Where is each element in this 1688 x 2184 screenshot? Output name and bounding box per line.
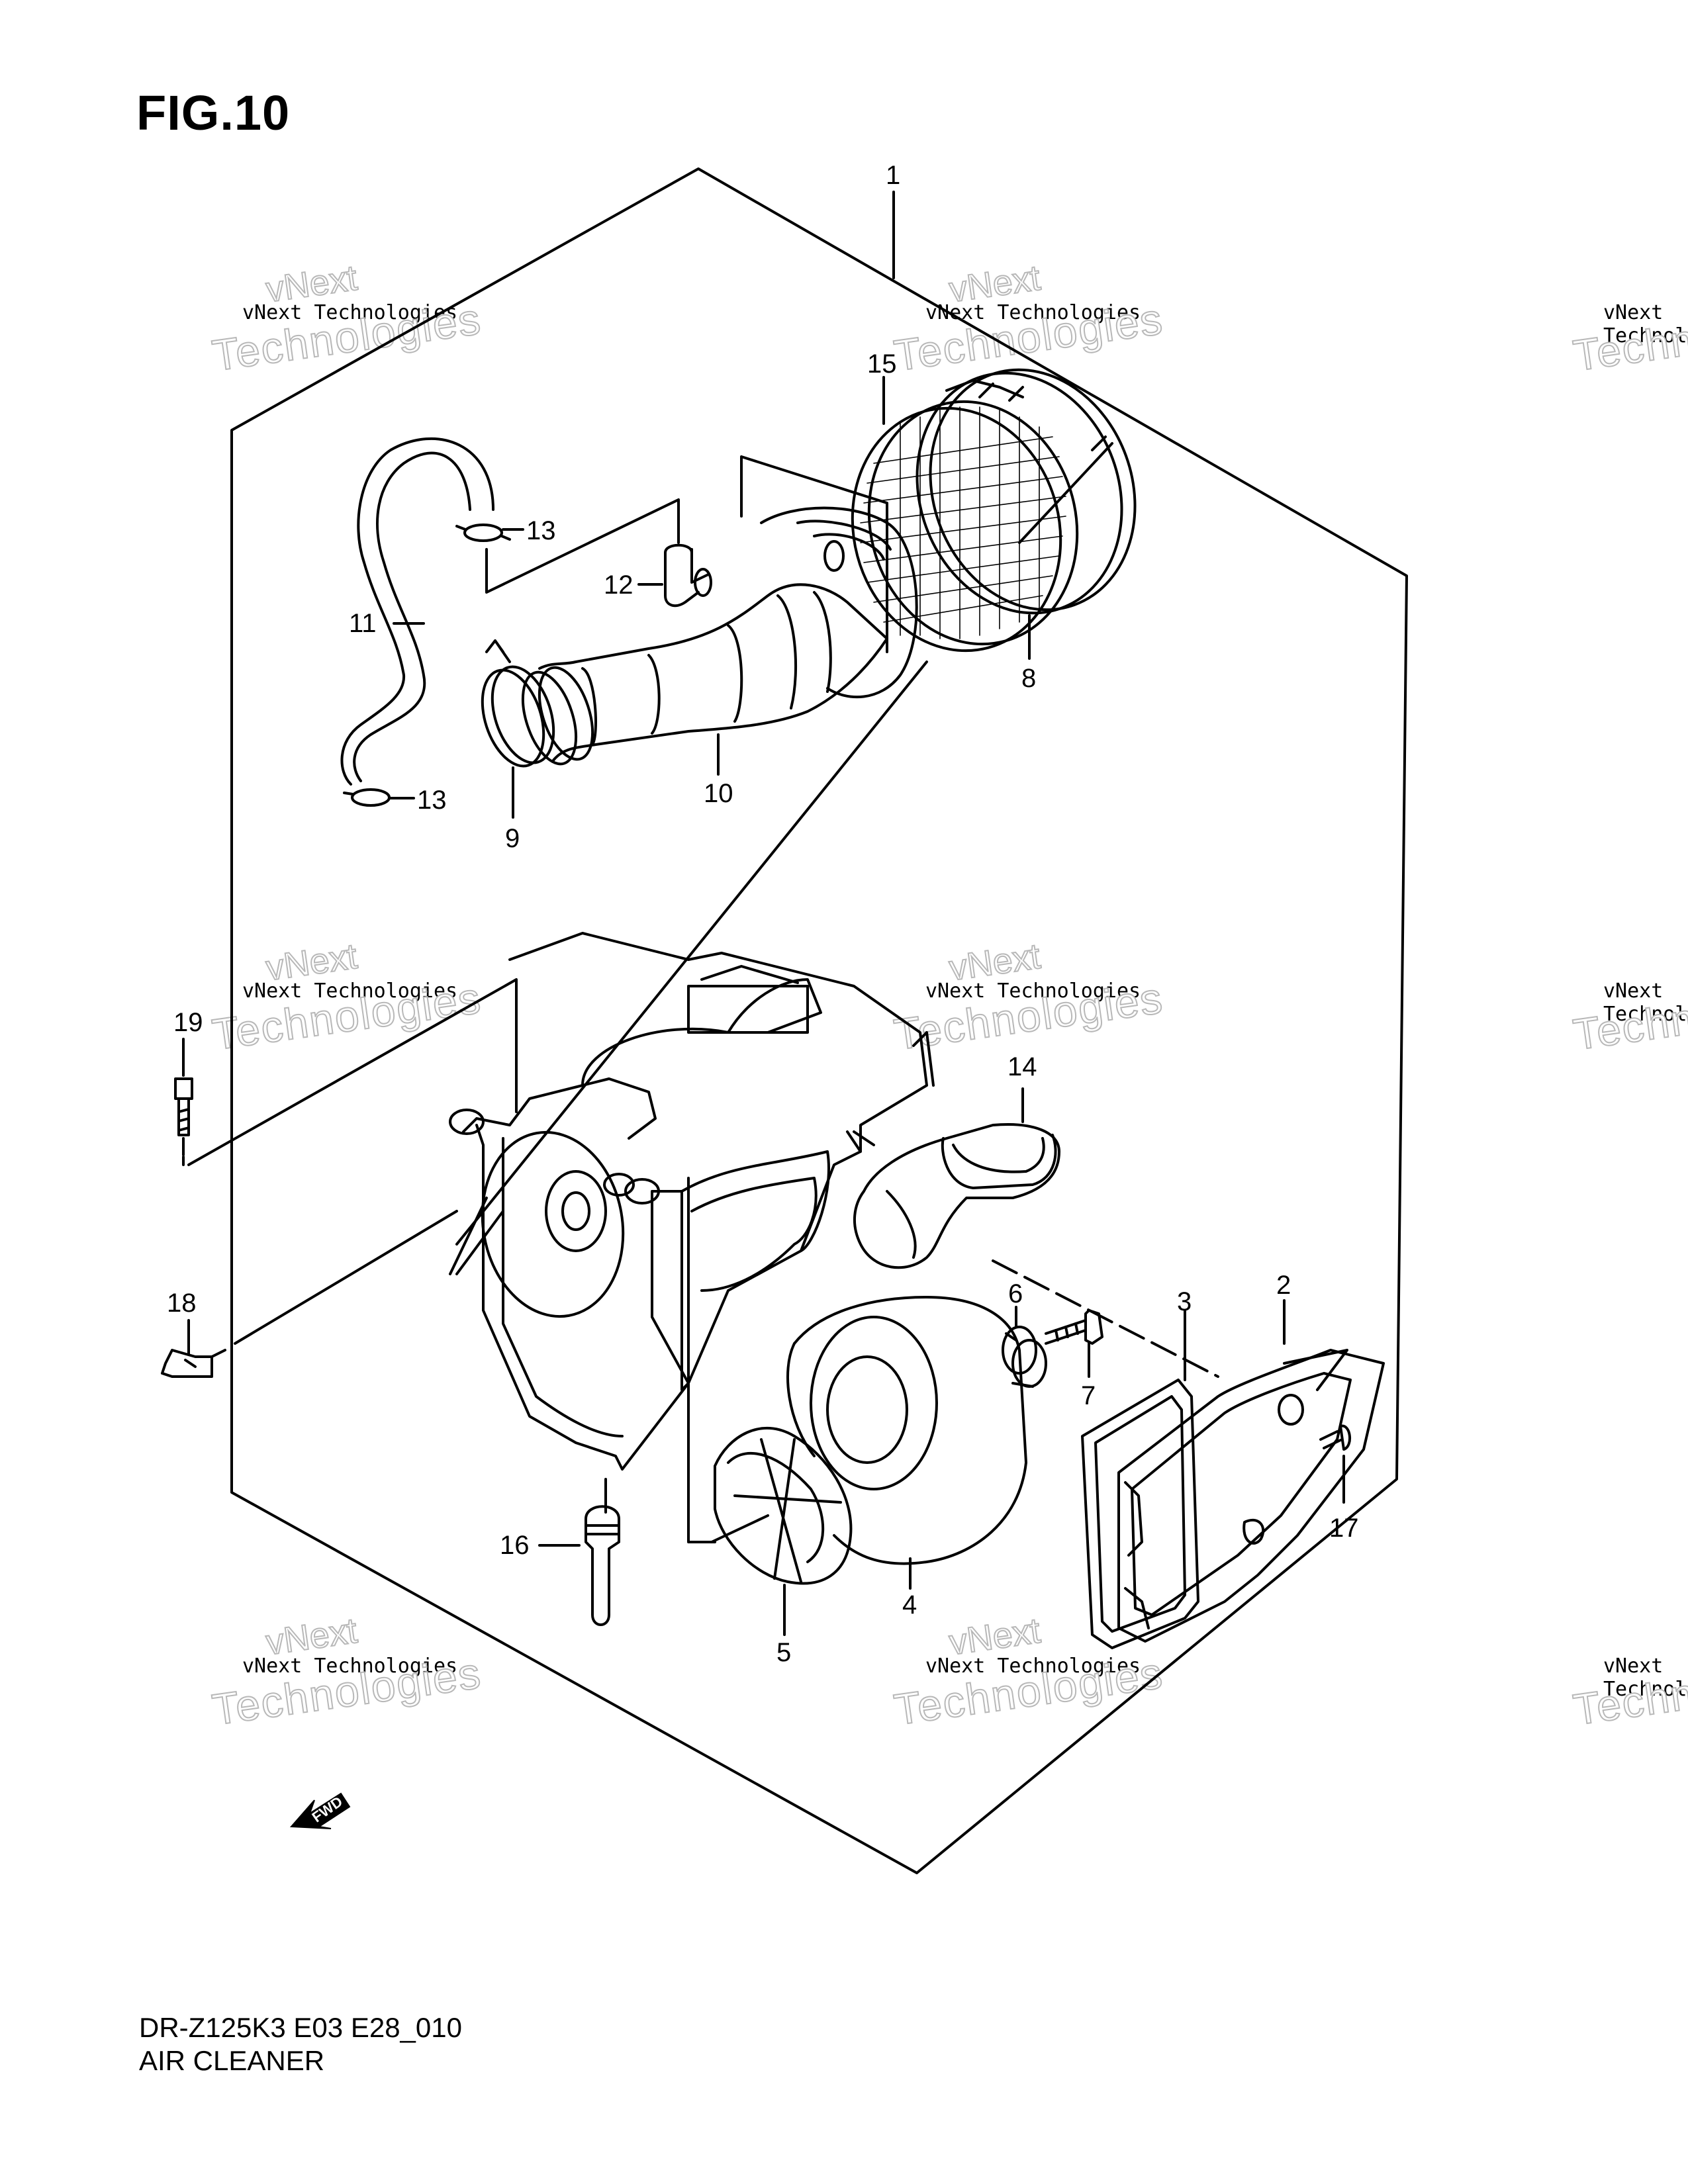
element-holder — [714, 1427, 853, 1585]
callout-numbers: 1 2 3 4 5 6 7 8 9 10 11 12 13 13 14 15 1… — [167, 161, 1359, 1667]
callout-12: 12 — [604, 570, 633, 600]
inlet-rubber-duct — [853, 1123, 1060, 1269]
callout-5: 5 — [776, 1638, 791, 1667]
callout-2: 2 — [1276, 1271, 1291, 1300]
callout-3: 3 — [1177, 1287, 1192, 1316]
bolt-19 — [174, 1077, 193, 1136]
foam-element — [793, 1296, 1027, 1565]
callout-16: 16 — [500, 1531, 530, 1560]
callout-17: 17 — [1329, 1514, 1359, 1543]
hose-clip-lower — [351, 788, 391, 807]
cover-gasket — [1081, 1379, 1199, 1649]
callout-14: 14 — [1008, 1052, 1037, 1081]
callout-10: 10 — [704, 779, 733, 808]
model-code: DR-Z125K3 E03 E28_010 — [139, 2012, 462, 2043]
callout-19: 19 — [173, 1008, 203, 1037]
callout-6: 6 — [1008, 1279, 1023, 1308]
callout-11: 11 — [349, 609, 377, 638]
screw-7 — [1045, 1309, 1103, 1345]
callout-18: 18 — [167, 1289, 197, 1318]
callout-7: 7 — [1081, 1381, 1096, 1410]
screw-17 — [1319, 1424, 1352, 1451]
callout-8: 8 — [1021, 664, 1036, 693]
air-cleaner-cover — [1117, 1349, 1385, 1643]
hose-clip-upper — [463, 523, 503, 542]
elbow-fitting — [664, 543, 710, 608]
callout-13-lower: 13 — [417, 786, 447, 815]
grommet — [1002, 1326, 1037, 1375]
diagram-title: AIR CLEANER — [139, 2045, 325, 2076]
assembly-boundary — [230, 167, 1408, 1874]
inlet-housing — [740, 455, 918, 699]
callout-13-upper: 13 — [526, 516, 556, 545]
drain-plug — [585, 1505, 620, 1626]
callout-4: 4 — [902, 1590, 917, 1619]
nut-18 — [161, 1349, 213, 1378]
callout-1: 1 — [886, 161, 900, 190]
clip-bracket — [485, 498, 680, 594]
figure-label: FIG.10 — [136, 85, 291, 140]
breather-hose — [340, 437, 494, 786]
callout-15: 15 — [867, 349, 897, 379]
callout-9: 9 — [505, 824, 520, 853]
fwd-direction-marker: FWD — [289, 1792, 351, 1829]
air-cleaner-case — [475, 932, 928, 1471]
hose-clamp — [481, 668, 545, 768]
